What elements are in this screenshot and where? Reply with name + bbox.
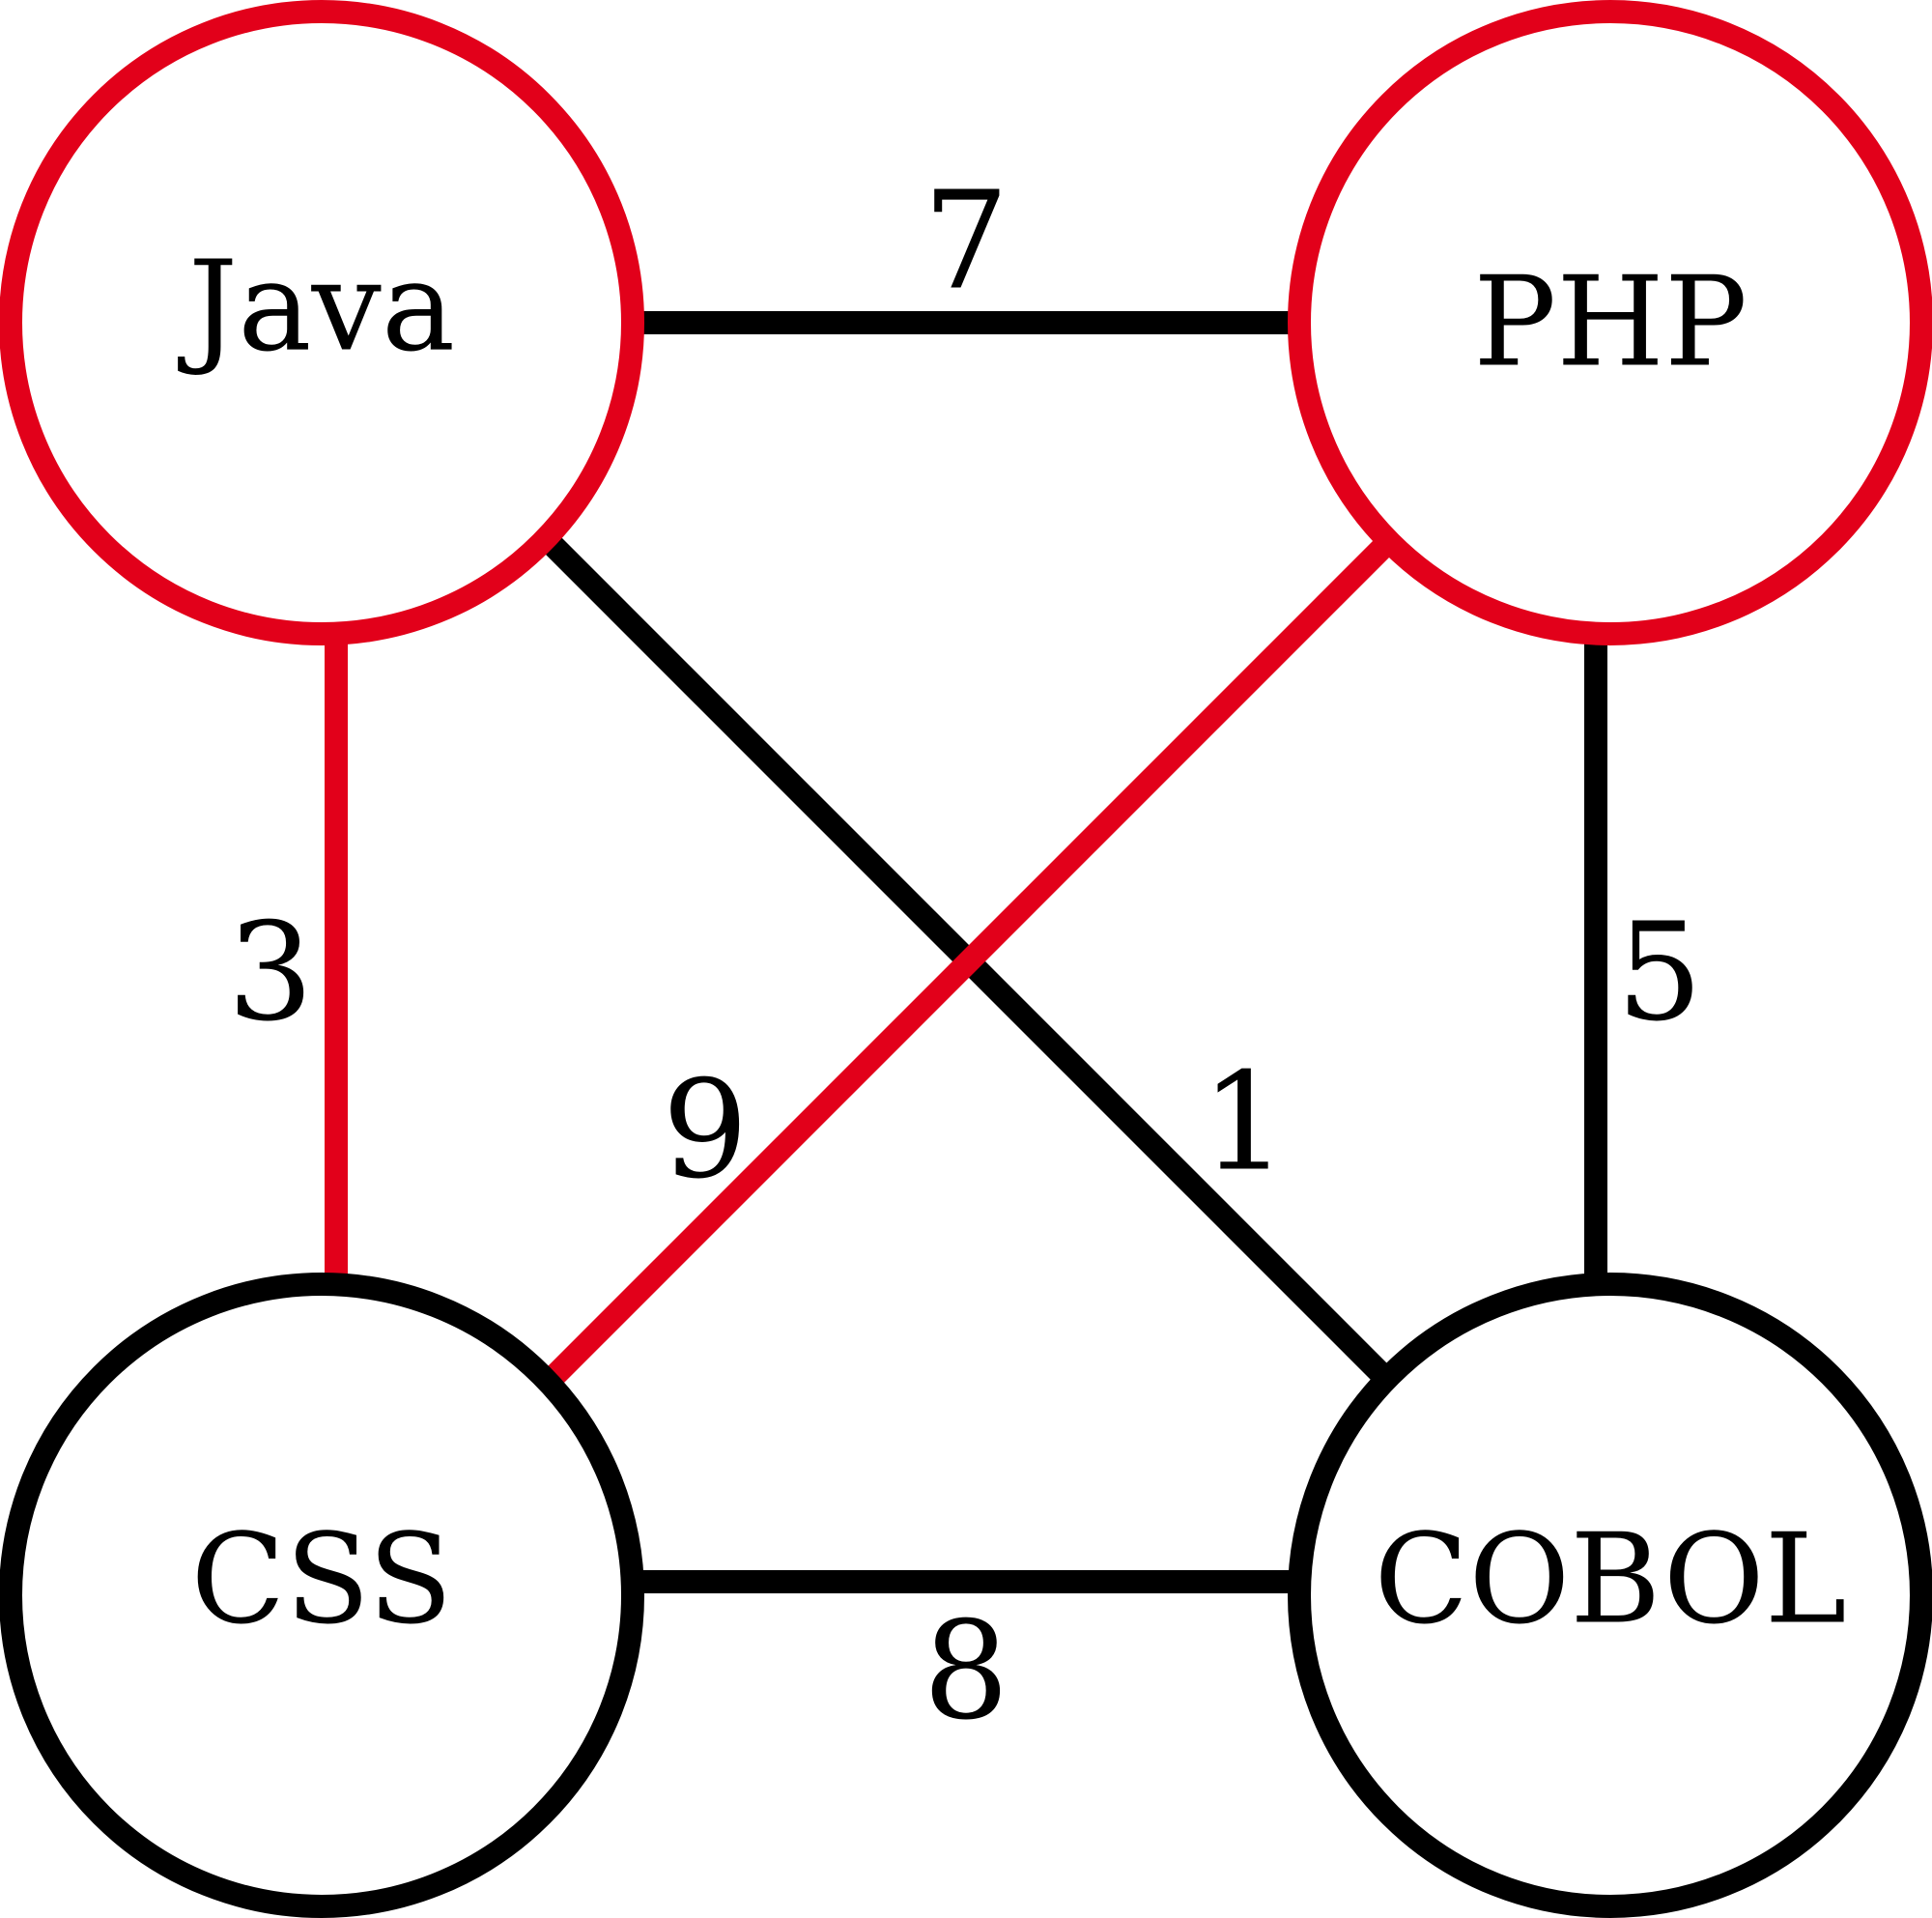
- node-cobol-label: COBOL: [1374, 1508, 1846, 1652]
- node-php-label: PHP: [1473, 251, 1747, 395]
- node-java: Java: [0, 0, 644, 645]
- node-java-circle: [0, 0, 644, 645]
- node-css-label: CSS: [190, 1508, 452, 1652]
- edge-label-java-cobol: 1: [1201, 1045, 1287, 1202]
- edge-label-php-cobol: 5: [1616, 895, 1702, 1052]
- node-php: PHP: [1288, 0, 1932, 645]
- node-cobol: COBOL: [1288, 1273, 1932, 1918]
- edge-php-css: [536, 534, 1396, 1394]
- edge-label-css-cobol: 8: [923, 1593, 1009, 1751]
- node-java-label: Java: [178, 236, 455, 380]
- node-cobol-circle: [1288, 1273, 1932, 1918]
- node-css-circle: [0, 1273, 644, 1918]
- node-css: CSS: [0, 1273, 644, 1918]
- edge-label-java-php: 7: [923, 163, 1009, 321]
- edge-label-java-css: 3: [227, 895, 313, 1052]
- node-php-circle: [1288, 0, 1932, 645]
- edge-label-php-css: 9: [662, 1052, 748, 1210]
